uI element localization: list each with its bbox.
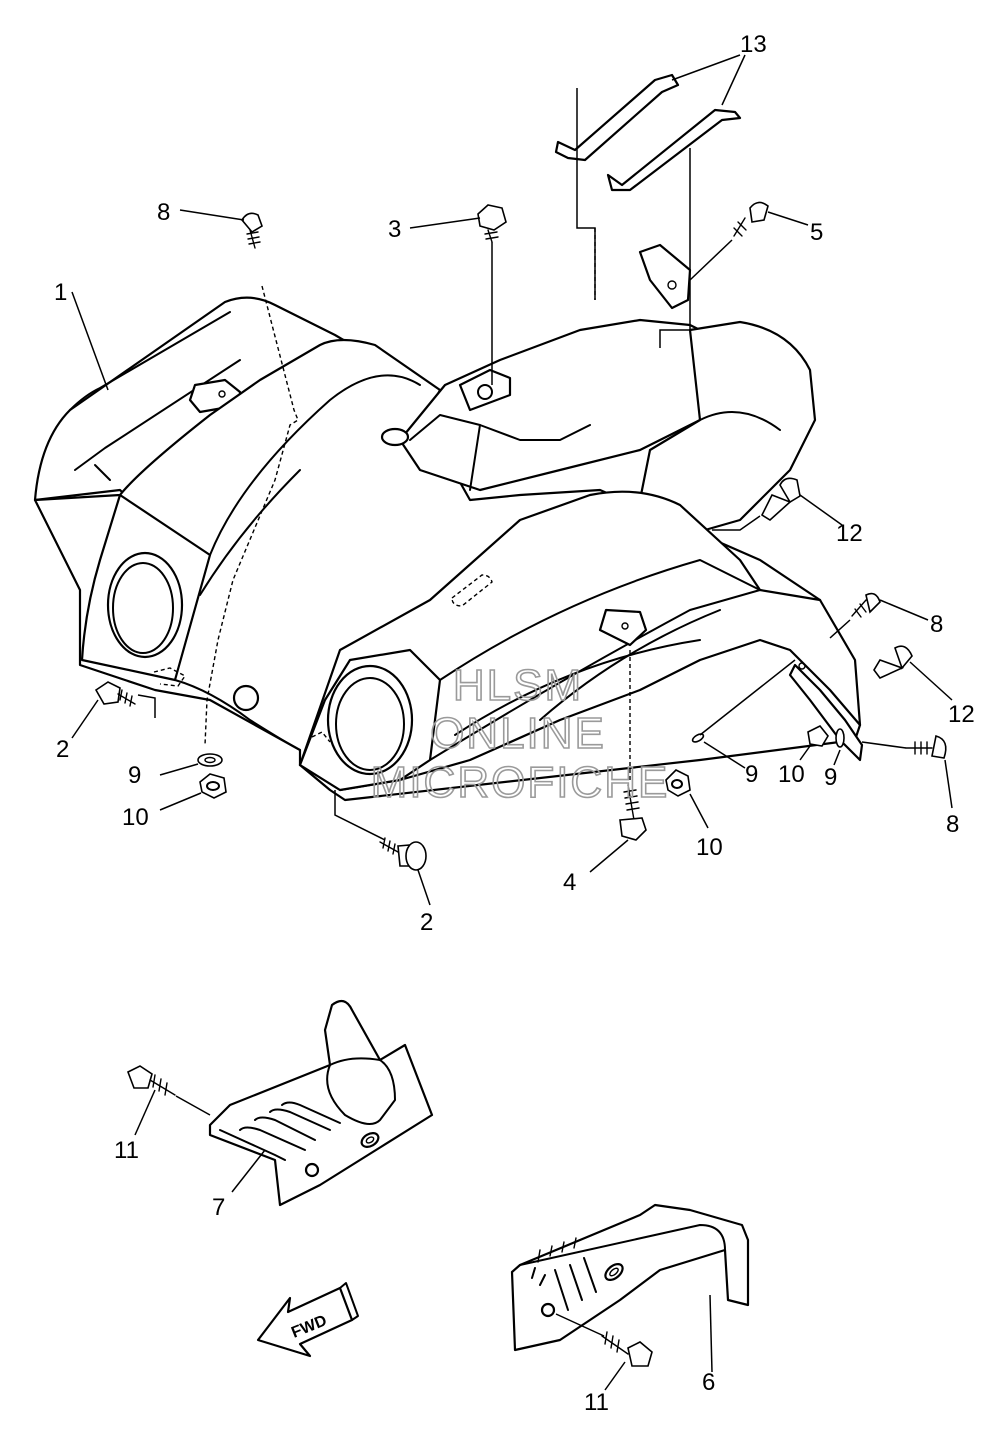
callout-12-right: 12 (948, 701, 975, 728)
callout-11-right: 11 (584, 1389, 609, 1416)
callout-11-left: 11 (114, 1137, 139, 1164)
callout-10-left: 10 (122, 804, 149, 831)
callout-2-right: 2 (420, 909, 433, 936)
watermark: HLSM ONLINE MICROFICHE (370, 660, 670, 808)
hardware-right-cluster (799, 724, 953, 809)
fwd-direction-arrow: FWD (256, 1282, 359, 1358)
front-fender-body (33, 296, 864, 802)
part-callouts: 1 2 2 3 4 5 6 7 8 8 8 9 9 9 10 10 10 11 … (54, 31, 975, 1416)
callout-9-right: 9 (824, 764, 837, 791)
bolt-3 (409, 204, 507, 385)
watermark-line-3: MICROFICHE (371, 758, 670, 807)
rivet-12-upper (712, 477, 843, 531)
screw-8-right (829, 592, 929, 639)
callout-8-right: 8 (930, 611, 943, 638)
callout-4: 4 (563, 869, 576, 896)
bolt-11-left (126, 1065, 211, 1136)
callout-8-bottom-right: 8 (946, 811, 959, 838)
callout-7: 7 (212, 1194, 225, 1221)
part-6-guard (510, 1203, 750, 1373)
bolt-2-right (334, 790, 431, 906)
callout-8-top-left: 8 (157, 199, 170, 226)
screw-5 (689, 201, 809, 281)
part-13-trim-strips (554, 54, 746, 348)
callout-13: 13 (740, 31, 767, 58)
watermark-line-2: ONLINE (430, 709, 606, 758)
callout-2-left: 2 (56, 736, 69, 763)
callout-5: 5 (810, 219, 823, 246)
bolt-2-left (71, 681, 156, 739)
part-7-guard (208, 999, 434, 1207)
callout-9-left: 9 (128, 762, 141, 789)
watermark-line-1: HLSM (453, 661, 583, 710)
bolt-11-right (555, 1313, 653, 1391)
hardware-left-cluster (159, 753, 227, 811)
callout-10-center: 10 (696, 834, 723, 861)
callout-6: 6 (702, 1369, 715, 1396)
callout-3: 3 (388, 216, 401, 243)
callout-12-upper: 12 (836, 520, 863, 547)
rear-mount-tab (638, 243, 692, 310)
callout-10-right: 10 (778, 761, 805, 788)
callout-1: 1 (54, 279, 67, 306)
hardware-center-right (665, 659, 796, 829)
rivet-12-right (873, 645, 953, 701)
bolt-4 (589, 650, 647, 873)
callout-9-center: 9 (745, 761, 758, 788)
screw-8-top (179, 209, 299, 746)
